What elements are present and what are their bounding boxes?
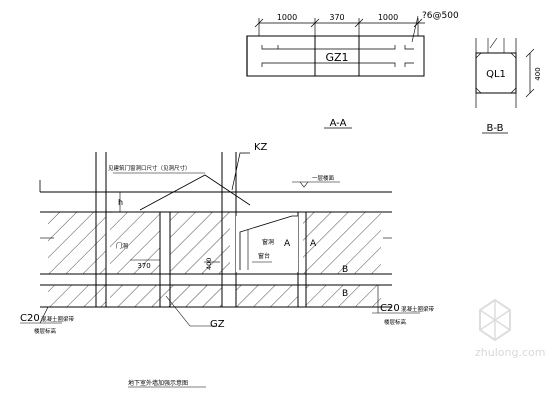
rebar-note: ?6@500 <box>422 11 459 21</box>
dim-400: 400 <box>205 258 213 270</box>
section-aa-label: A-A <box>330 118 347 129</box>
watermark: zhulong.com <box>475 298 545 359</box>
drawing-caption: 地下室外墙加强示意图 <box>128 379 188 387</box>
ql1-label: QL1 <box>486 69 506 80</box>
dim-left: 1000 <box>277 13 297 22</box>
elevation: KZ 见建筑门窗洞口尺寸（见洞尺寸） h 一层楼面 门洞 370 400 窗洞 … <box>20 142 435 388</box>
floor-label: 一层楼面 <box>312 174 335 182</box>
c20-right: C20 <box>380 303 400 314</box>
dim-right: 1000 <box>378 13 398 22</box>
opening-note: 见建筑门窗洞口尺寸（见洞尺寸） <box>108 164 191 172</box>
dim-370: 370 <box>137 262 150 270</box>
section-mark-a2: A <box>310 239 317 249</box>
watermark-text: zhulong.com <box>475 346 545 359</box>
section-bb-label: B-B <box>487 123 504 134</box>
section-ql1: QL1 400 B-B <box>475 37 542 134</box>
ql1-dim: 400 <box>534 67 542 80</box>
gz1-label: GZ1 <box>325 51 348 64</box>
section-mark-b1: B <box>342 265 348 275</box>
hole-label: 窗洞 <box>262 238 274 246</box>
kz-label: KZ <box>254 142 268 153</box>
section-mark-b2: B <box>342 289 348 299</box>
plan-gz1: 1000 370 1000 ?6@500 GZ1 A-A <box>246 11 459 129</box>
below-label: 窗台 <box>258 252 270 260</box>
c20-left: C20 <box>20 313 40 324</box>
c20-left-note: 混凝土圈梁带 <box>41 315 75 323</box>
door-label: 门洞 <box>116 242 128 250</box>
h-label: h <box>118 198 123 207</box>
gz-label: GZ <box>210 319 225 330</box>
dim-mid: 370 <box>329 13 344 22</box>
c20-right-sub: 楼层标高 <box>384 318 407 326</box>
c20-left-sub: 楼层标高 <box>34 327 57 335</box>
c20-right-note: 混凝土圈梁带 <box>401 305 435 313</box>
section-mark-a1: A <box>284 239 291 249</box>
